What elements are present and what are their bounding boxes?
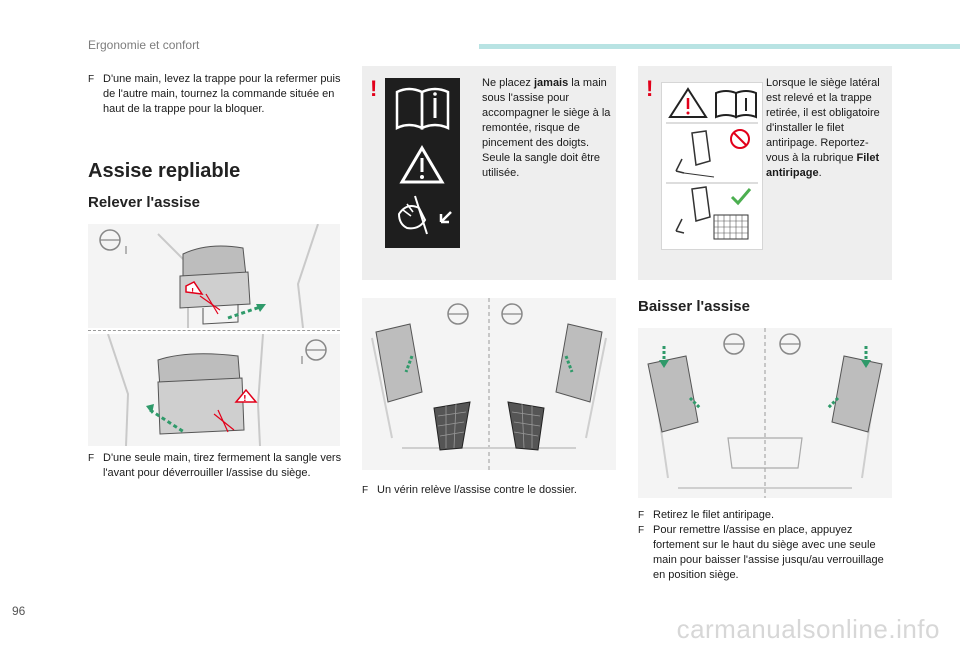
warning-box-hand: ! Ne placez jamais la main sous l'as (362, 66, 616, 280)
seat-lower-drawing (638, 328, 892, 498)
bullet-mark: F (638, 510, 645, 521)
seat-with-net-icon (675, 186, 749, 240)
bullet-mark: F (638, 525, 645, 536)
warning-box-net: ! (638, 66, 892, 280)
section-heading-raise-seat: Relever l'assise (88, 194, 200, 211)
hand-pinch-icon (397, 195, 452, 235)
net-warning-pictogram (661, 82, 763, 250)
seats-lifted-net-illustration (362, 298, 616, 470)
intro-instruction: F D'une main, levez la trappe pour la re… (88, 72, 343, 117)
seat-raise-illustration-top: ! (88, 224, 340, 328)
prohibited-icon (730, 129, 750, 149)
seats-lifted-net-drawing (362, 298, 616, 470)
bullet-mark: F (362, 485, 369, 496)
bullet-text: Pour remettre l/assise en place, appuyez… (653, 524, 884, 581)
seat-cushion-shape (179, 271, 251, 309)
lifted-seat-left (647, 355, 699, 433)
page-number: 96 (12, 604, 26, 618)
lower-seat-instruction: F Pour remettre l/assise en place, appuy… (638, 523, 892, 583)
warning-text-part: la main sous l'assise pour accompagner l… (482, 77, 611, 179)
seat-without-net-icon (675, 130, 715, 178)
bullet-text: D'une seule main, tirez fermement la san… (103, 452, 342, 479)
svg-text:!: ! (191, 287, 194, 295)
page-title: Assise repliable (88, 160, 241, 182)
bullet-mark: F (88, 74, 95, 85)
section-title: Ergonomie et confort (88, 38, 200, 52)
seat-lower-illustration (638, 328, 892, 498)
section-heading-lower-seat: Baisser l'assise (638, 298, 750, 315)
seat-raise-illustration-bottom: ! (88, 334, 340, 446)
checkmark-icon (730, 188, 752, 206)
seat-raise-drawing-bottom: ! (88, 334, 340, 446)
lifted-seat-right (831, 355, 883, 433)
seat-cushion-shape (157, 377, 245, 435)
pull-direction-arrow (227, 304, 264, 320)
warning-triangle-icon (234, 388, 258, 403)
seat-raise-drawing-top: ! (88, 224, 340, 328)
warning-text-emphasis: jamais (533, 77, 569, 89)
warning-mark: ! (370, 76, 378, 101)
cylinder-info: F Un vérin relève l/assise contre le dos… (362, 483, 616, 498)
warning-text-part: Lorsque le siège latéral est relevé et l… (766, 77, 880, 164)
lifted-seat-left (375, 323, 423, 403)
svg-text:!: ! (243, 394, 247, 403)
cargo-net-right (507, 401, 545, 451)
lifted-seat-right (555, 323, 603, 403)
warning-text-emphasis: Filet antiripage (766, 152, 880, 179)
warning-text-part: Ne placez (482, 77, 534, 89)
figure-divider (88, 330, 340, 331)
warning-text-hand: Ne placez jamais la main sous l'assise p… (482, 76, 612, 181)
bullet-text: D'une main, levez la trappe pour la refe… (103, 73, 341, 115)
warning-text-part: . (818, 167, 822, 179)
warning-triangle-icon (185, 281, 204, 295)
warning-pictogram (385, 78, 460, 248)
warning-triangle-icon (399, 145, 445, 184)
warning-mark: ! (646, 76, 654, 101)
bullet-text: Un vérin relève l/assise contre le dossi… (377, 484, 577, 496)
manual-info-icon (395, 87, 450, 131)
remove-net-instruction: F Retirez le filet antiripage. (638, 508, 892, 523)
warning-text-net: Lorsque le siège latéral est relevé et l… (766, 76, 886, 181)
cargo-net-left (433, 401, 471, 451)
bullet-text: Retirez le filet antiripage. (653, 509, 775, 521)
warning-triangle-icon (668, 87, 708, 118)
manual-info-icon (715, 90, 757, 119)
watermark: carmanualsonline.info (676, 614, 940, 644)
release-strap-instruction: F D'une seule main, tirez fermement la s… (88, 451, 343, 481)
header-accent-bar (479, 44, 960, 49)
bullet-mark: F (88, 453, 95, 464)
